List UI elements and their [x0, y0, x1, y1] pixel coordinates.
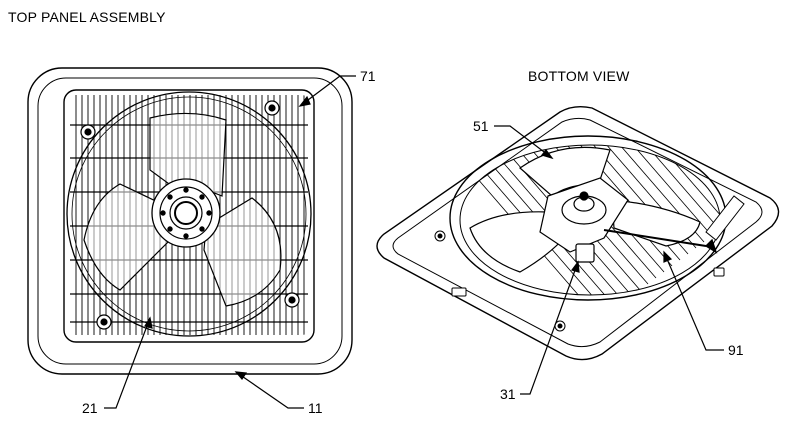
outer-flange [27, 67, 353, 375]
corner-screws [80, 100, 300, 330]
right-leader-lines [494, 125, 724, 395]
leader-71 [299, 75, 356, 107]
motor-rod [603, 229, 707, 247]
leader-31 [520, 261, 579, 395]
callout-91: 91 [728, 342, 744, 358]
callout-31: 31 [500, 386, 516, 402]
bottom-view [376, 105, 780, 361]
leader-51 [494, 125, 553, 159]
fan-hub [151, 178, 221, 248]
left-leader-lines [104, 75, 356, 409]
leader-11 [235, 371, 304, 409]
diagram-title: TOP PANEL ASSEMBLY [8, 9, 166, 25]
fan-shroud [66, 91, 312, 337]
fan-blades [83, 112, 282, 307]
callout-21: 21 [82, 400, 98, 416]
bottom-view-label: BOTTOM VIEW [528, 68, 630, 84]
callout-11: 11 [308, 400, 323, 416]
leader-21 [104, 317, 151, 409]
inner-frame [63, 89, 315, 343]
top-panel-view [27, 67, 353, 375]
bottom-clips [434, 195, 745, 332]
leader-91 [663, 251, 724, 351]
callout-51: 51 [473, 118, 489, 134]
bottom-outer-flange [376, 105, 780, 361]
callout-71: 71 [360, 68, 376, 84]
bottom-motor [539, 177, 629, 263]
